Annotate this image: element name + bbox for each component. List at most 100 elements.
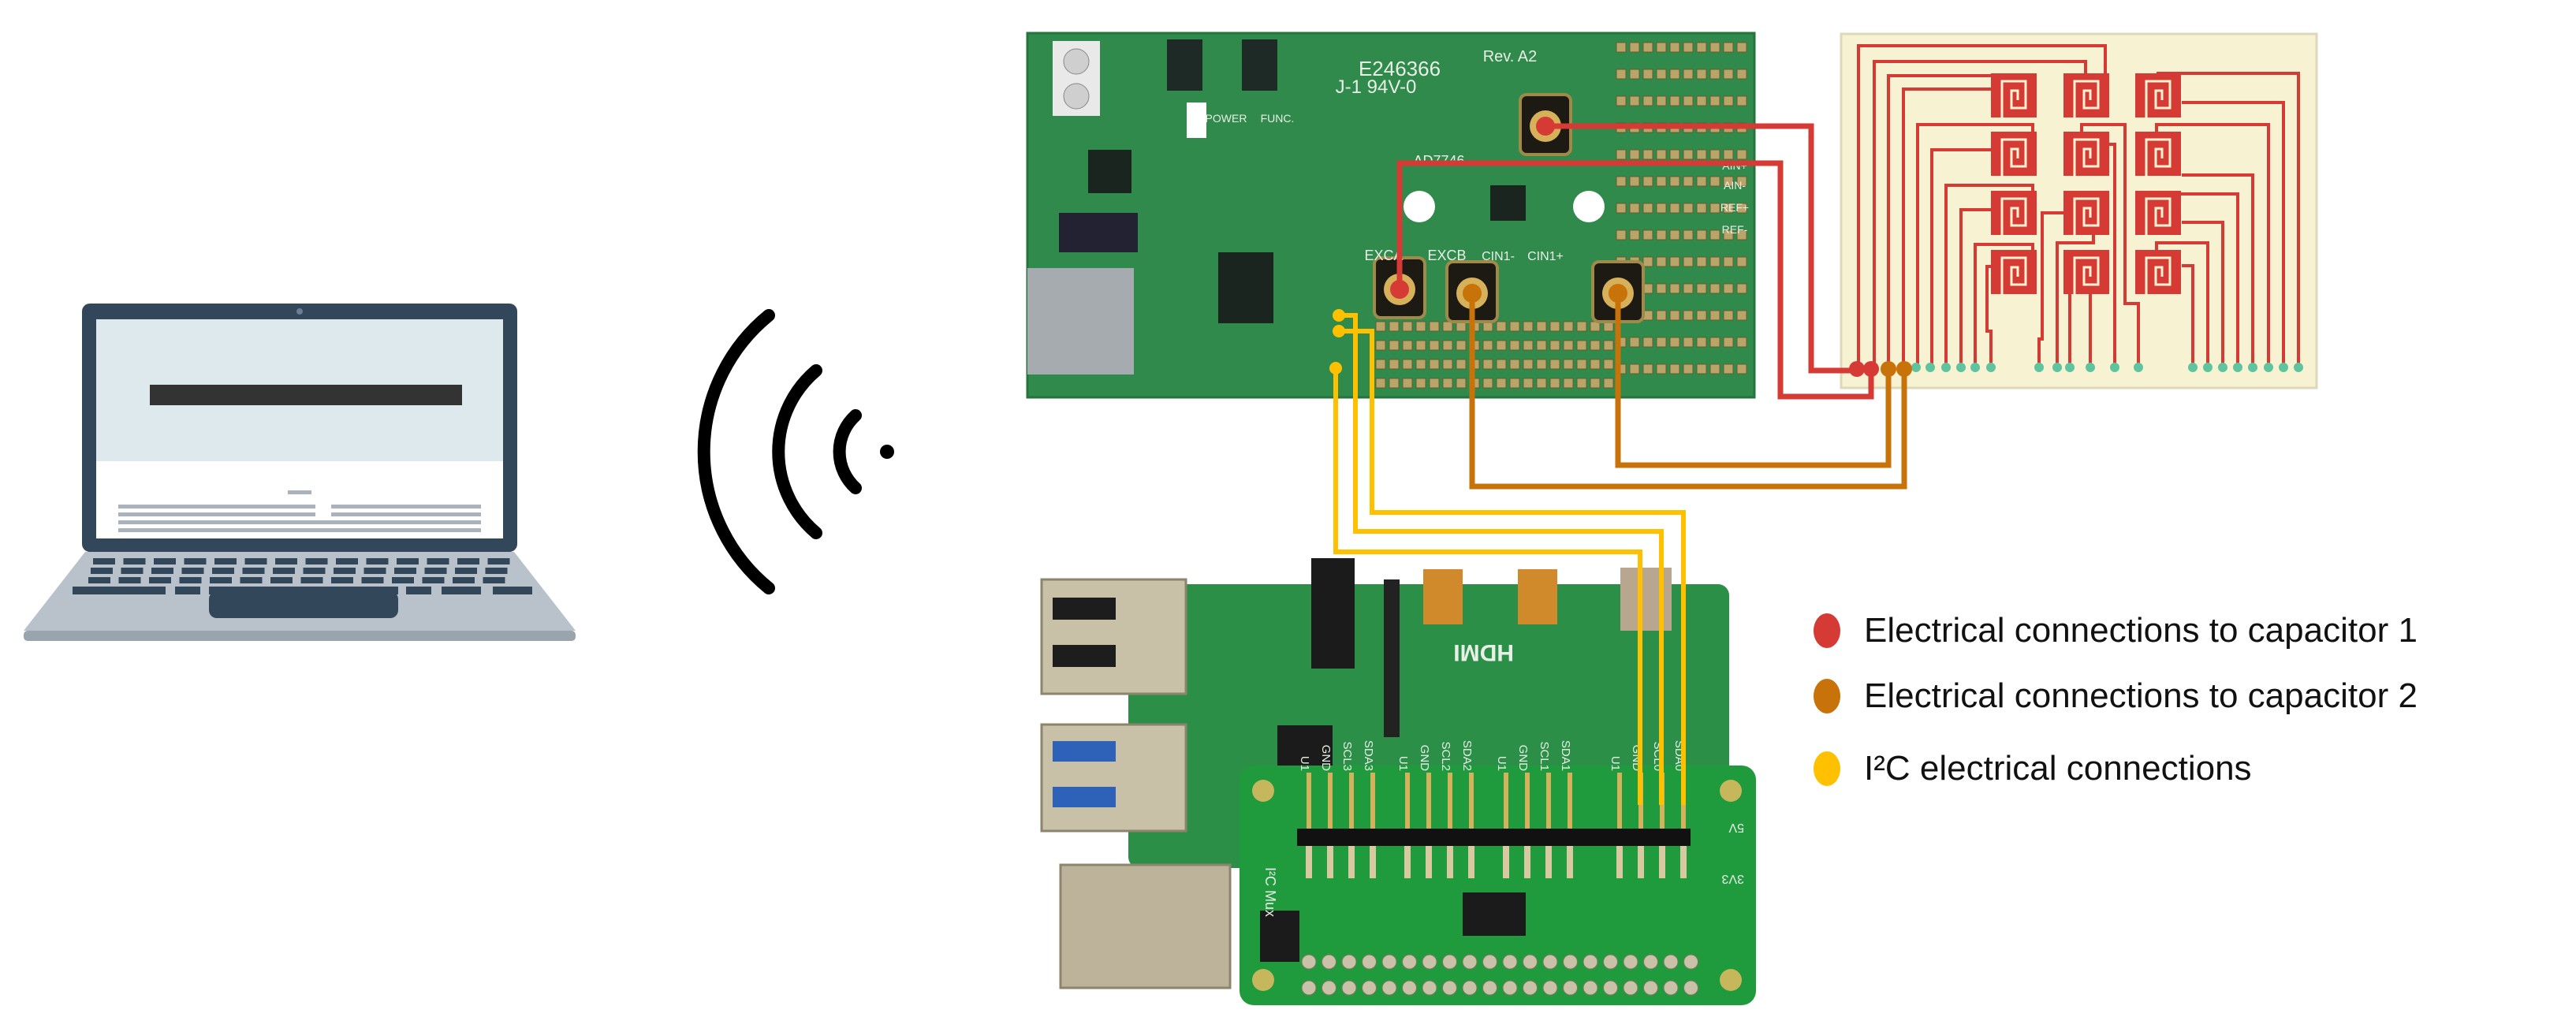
capacitor-2-wires: [1463, 284, 1912, 490]
mux-marking: 3V3: [1721, 872, 1744, 885]
perfboard-pad: [1723, 42, 1734, 53]
gpio-hole: [1381, 954, 1397, 970]
perfboard-pad: [1536, 378, 1547, 389]
perfboard-pad: [1563, 321, 1574, 332]
perfboard-pad: [1723, 283, 1734, 294]
gpio-hole: [1341, 954, 1357, 970]
contact-pad: [2188, 363, 2198, 372]
key: [453, 577, 475, 583]
perfboard-pad: [1496, 340, 1507, 351]
perfboard-pad: [1456, 340, 1467, 351]
hdmi-marking: HDMI: [1453, 639, 1514, 665]
perfboard-pad: [1669, 337, 1680, 348]
perfboard-pad: [1723, 256, 1734, 267]
header-pin: [1616, 846, 1623, 878]
perfboard-pad: [1669, 149, 1680, 160]
wireless-signal-icon: [697, 309, 894, 594]
perfboard-pad: [1616, 176, 1627, 187]
key: [483, 577, 505, 583]
perfboard-pad: [1683, 149, 1694, 160]
perfboard-pad: [1723, 95, 1734, 106]
perfboard-pad: [1642, 69, 1653, 80]
key: [303, 568, 326, 574]
key: [151, 568, 173, 574]
sensor-electrode: [2063, 250, 2109, 294]
perfboard-pad: [1389, 359, 1400, 370]
perfboard-pad: [1656, 203, 1667, 214]
perfboard-pad: [1603, 359, 1614, 370]
sensor-trace: [2182, 264, 2194, 367]
sensor-trace: [1985, 265, 1993, 367]
perfboard-pad: [1616, 203, 1627, 214]
perfboard-pad: [1683, 69, 1694, 80]
board-marking: CIN1+: [1527, 250, 1564, 263]
gpio-hole: [1542, 980, 1558, 996]
perfboard-pad: [1415, 340, 1426, 351]
perfboard-pad: [1656, 69, 1667, 80]
perfboard-pad: [1375, 359, 1386, 370]
perfboard-pad: [1642, 337, 1653, 348]
perfboard-pad: [1696, 283, 1707, 294]
contact-pad: [2279, 363, 2288, 372]
legend-item-capacitor-1: Electrical connections to capacitor 1: [1814, 611, 2418, 650]
perfboard-pad: [1563, 378, 1574, 389]
perfboard-pad: [1696, 363, 1707, 374]
sensor-electrode: [2135, 250, 2181, 294]
key: [424, 568, 447, 574]
header-pin: [1348, 846, 1355, 878]
electrode-meander: [2073, 197, 2100, 235]
perfboard-pad: [1375, 321, 1386, 332]
perfboard-pad: [1669, 42, 1680, 53]
perfboard-pad: [1723, 337, 1734, 348]
legend-label: Electrical connections to capacitor 1: [1864, 611, 2418, 650]
gpio-hole: [1643, 954, 1658, 970]
perfboard-pad: [1683, 95, 1694, 106]
electrode-meander: [2073, 256, 2100, 294]
gpio-hole: [1603, 954, 1618, 970]
red-dot-icon: [1814, 613, 1840, 648]
capacitor-1-wires: [1390, 117, 1879, 400]
sensor-electrode: [1991, 191, 2037, 235]
perfboard-pad: [1736, 149, 1747, 160]
gpio-hole: [1362, 954, 1377, 970]
board-marking: EXCA: [1364, 248, 1403, 263]
gpio-hole: [1623, 980, 1638, 996]
board-marking: POWER: [1206, 112, 1247, 125]
key: [240, 577, 263, 583]
perfboard-pad: [1669, 95, 1680, 106]
perfboard-pad: [1736, 363, 1747, 374]
header-pin: [1447, 846, 1453, 878]
perfboard-pad: [1683, 337, 1694, 348]
gpio-hole: [1482, 980, 1497, 996]
perfboard-pad: [1736, 95, 1747, 106]
key: [366, 558, 389, 564]
sensor-trace: [1916, 123, 2034, 367]
perfboard-pad: [1616, 229, 1627, 240]
perfboard-pad: [1603, 340, 1614, 351]
key: [394, 568, 416, 574]
perfboard-pad: [1683, 310, 1694, 321]
perfboard-pad: [1509, 359, 1520, 370]
key: [457, 558, 479, 564]
key: [334, 568, 356, 574]
perfboard-pad: [1629, 95, 1640, 106]
perfboard-pad: [1616, 42, 1627, 53]
gpio-hole: [1381, 980, 1397, 996]
key: [91, 568, 113, 574]
perfboard-pad: [1429, 340, 1440, 351]
perfboard-pad: [1402, 340, 1413, 351]
key: [331, 577, 353, 583]
key: [121, 568, 144, 574]
perfboard-pad: [1629, 176, 1640, 187]
key: [209, 587, 398, 594]
perfboard-pad: [1603, 378, 1614, 389]
laptop-icon: [24, 304, 576, 641]
contact-pad: [2248, 363, 2257, 372]
perfboard-pad: [1669, 176, 1680, 187]
perfboard-pad: [1549, 378, 1560, 389]
key: [392, 577, 414, 583]
perfboard-pad: [1629, 229, 1640, 240]
